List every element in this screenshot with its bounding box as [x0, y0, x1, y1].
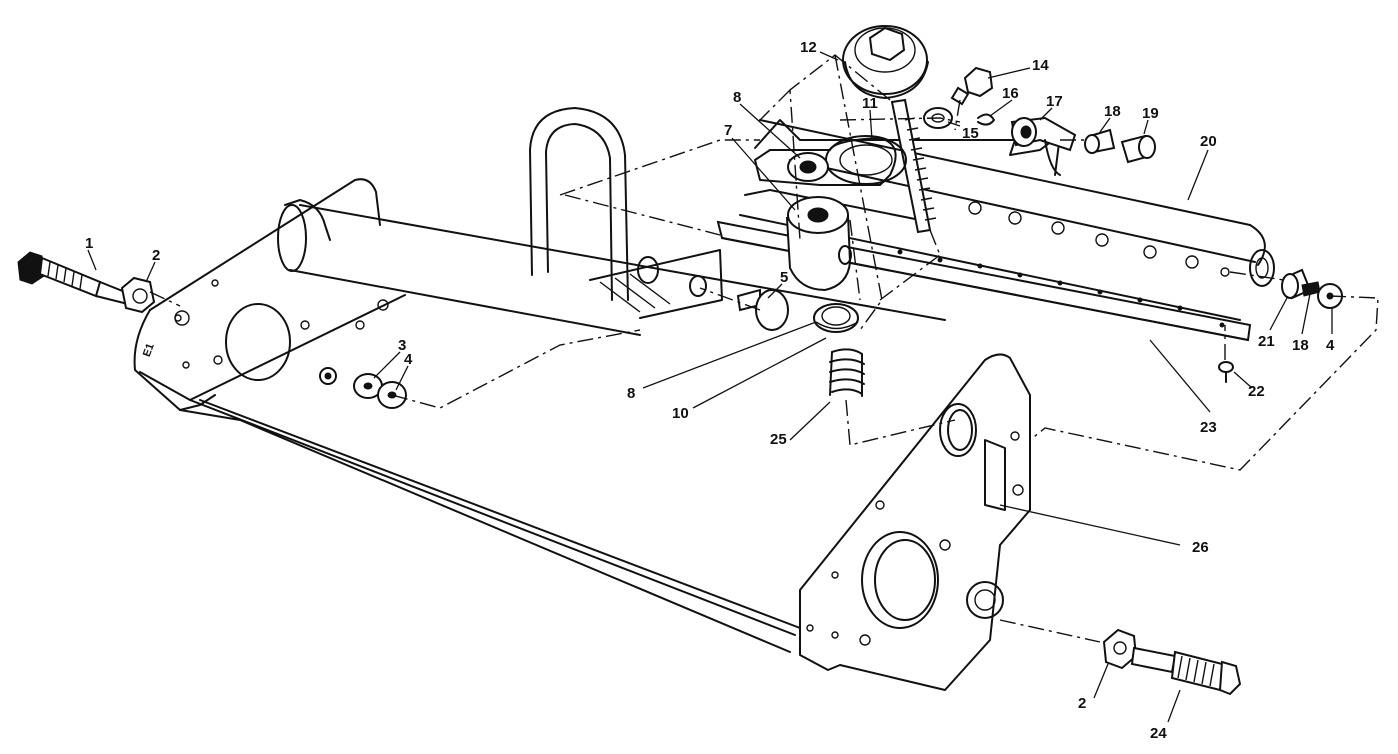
adjuster-knob	[842, 25, 937, 234]
callout-10: 10	[672, 405, 689, 422]
bolt-1	[17, 251, 131, 305]
callout-20: 20	[1200, 133, 1217, 150]
callout-26: 26	[1192, 539, 1209, 556]
nut-2-left	[120, 276, 156, 314]
callout-25: 25	[770, 431, 787, 448]
callout-1: 1	[85, 235, 93, 252]
housing-frame: E1	[133, 107, 1031, 691]
bolt-5	[736, 288, 789, 331]
nut-2-lower	[1102, 628, 1138, 670]
callout-12: 12	[800, 39, 817, 56]
callout-17: 17	[1046, 93, 1063, 110]
callout-5: 5	[780, 269, 788, 286]
callout-11: 11	[862, 95, 878, 112]
callout-8-bottom: 8	[627, 385, 635, 402]
bolt-24	[1130, 646, 1242, 696]
callout-labels: 1 2 3 4 5 7 8 8 10 11 12 14 15 16 17 18 …	[85, 39, 1335, 742]
callout-14: 14	[1032, 57, 1049, 74]
callout-2-lower: 2	[1078, 695, 1086, 712]
callout-8-top: 8	[733, 89, 741, 106]
leader-lines	[87, 51, 1333, 723]
plate-stamp: E1	[141, 342, 157, 359]
bushing-18-top	[1084, 128, 1116, 154]
clip-16	[977, 113, 995, 126]
assembly-lines	[149, 54, 1379, 643]
screw-22	[1218, 361, 1234, 383]
callout-16: 16	[1002, 85, 1019, 102]
callout-18-top: 18	[1104, 103, 1121, 120]
callout-7: 7	[724, 122, 732, 139]
callout-2-left: 2	[152, 247, 160, 264]
callout-18-right: 18	[1292, 337, 1309, 354]
callout-23: 23	[1200, 419, 1217, 436]
callout-3: 3	[398, 337, 406, 354]
callout-22: 22	[1248, 383, 1265, 400]
bolt-14	[950, 66, 994, 106]
arm-17	[1010, 116, 1077, 176]
callout-15: 15	[962, 125, 979, 142]
callout-4-left: 4	[404, 351, 413, 368]
bearing-19	[1120, 134, 1156, 164]
washers-3-4	[353, 373, 407, 409]
callout-24: 24	[1150, 725, 1167, 742]
hardware	[17, 66, 1343, 696]
spring-housing	[785, 196, 865, 397]
pivot-bracket	[754, 135, 907, 186]
callout-19: 19	[1142, 105, 1159, 122]
callout-21: 21	[1258, 333, 1275, 350]
callout-4-right: 4	[1326, 337, 1335, 354]
